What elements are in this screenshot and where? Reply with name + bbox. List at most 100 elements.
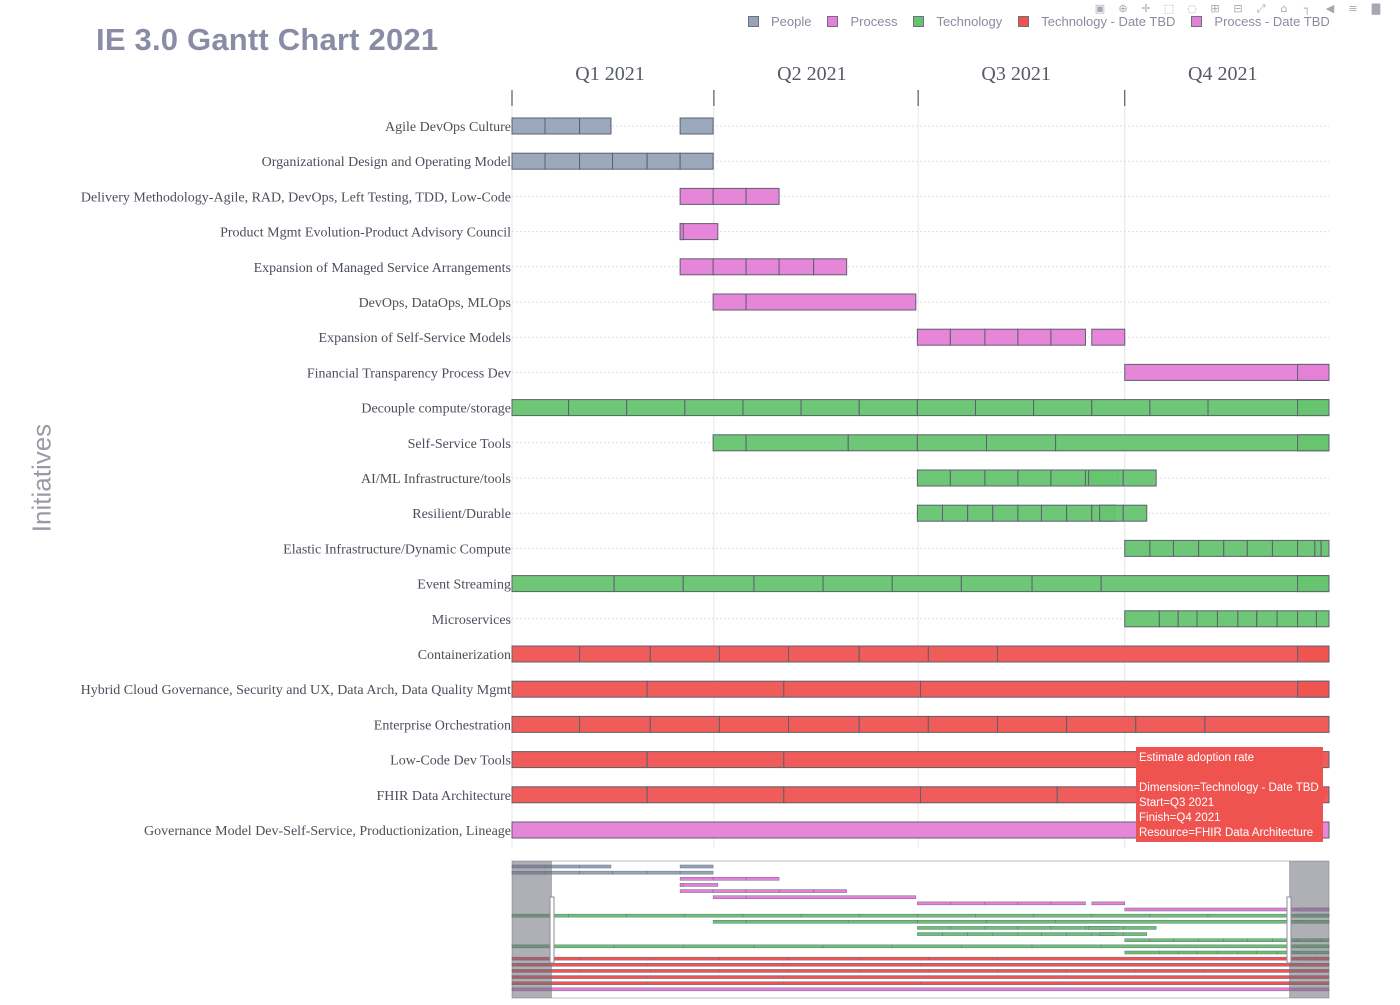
task-bar[interactable] bbox=[568, 399, 628, 417]
task-bar[interactable] bbox=[916, 469, 951, 487]
task-bar[interactable] bbox=[1017, 469, 1052, 487]
task-bar[interactable] bbox=[1149, 539, 1174, 557]
zoom-out-icon[interactable]: ⊟ bbox=[1233, 2, 1243, 15]
task-bar[interactable] bbox=[996, 645, 1330, 663]
task-bar[interactable] bbox=[1297, 680, 1330, 698]
task-bar[interactable] bbox=[1055, 434, 1330, 452]
task-bar[interactable] bbox=[1198, 539, 1225, 557]
camera-icon[interactable]: ▣ bbox=[1094, 2, 1106, 15]
task-bar[interactable] bbox=[788, 645, 860, 663]
task-bar[interactable] bbox=[783, 786, 922, 804]
task-bar[interactable] bbox=[1050, 469, 1086, 487]
task-bar[interactable] bbox=[1297, 575, 1330, 593]
task-bar[interactable] bbox=[1276, 610, 1299, 628]
task-bar[interactable] bbox=[646, 751, 785, 769]
task-bar[interactable] bbox=[511, 575, 615, 593]
task-bar[interactable] bbox=[1124, 610, 1160, 628]
task-bar[interactable] bbox=[858, 645, 929, 663]
range-slider-handle-right[interactable] bbox=[1286, 896, 1292, 964]
task-bar[interactable] bbox=[613, 575, 684, 593]
task-bar[interactable] bbox=[960, 575, 1033, 593]
task-bar[interactable] bbox=[1216, 610, 1239, 628]
task-bar[interactable] bbox=[916, 399, 976, 417]
task-bar[interactable] bbox=[745, 187, 780, 205]
task-bar[interactable] bbox=[1246, 539, 1273, 557]
task-bar[interactable] bbox=[1099, 504, 1124, 522]
task-bar[interactable] bbox=[1091, 399, 1151, 417]
task-bar[interactable] bbox=[684, 399, 744, 417]
task-bar[interactable] bbox=[745, 434, 849, 452]
task-bar[interactable] bbox=[1315, 610, 1330, 628]
legend-item[interactable]: Technology - Date TBD bbox=[1018, 14, 1175, 29]
legend-item[interactable]: Process - Date TBD bbox=[1191, 14, 1330, 29]
task-bar[interactable] bbox=[1177, 610, 1198, 628]
task-bar[interactable] bbox=[649, 715, 720, 733]
task-bar[interactable] bbox=[1149, 399, 1209, 417]
plotly-logo-icon[interactable]: ▇ bbox=[1371, 2, 1381, 15]
task-bar[interactable] bbox=[1091, 328, 1126, 346]
task-bar[interactable] bbox=[679, 223, 684, 241]
task-bar[interactable] bbox=[544, 152, 581, 170]
task-bar[interactable] bbox=[949, 469, 986, 487]
task-bar[interactable] bbox=[679, 117, 714, 135]
task-bar[interactable] bbox=[1066, 715, 1137, 733]
task-bar[interactable] bbox=[1271, 539, 1299, 557]
task-bar[interactable] bbox=[511, 645, 581, 663]
task-bar[interactable] bbox=[1100, 575, 1330, 593]
task-bar[interactable] bbox=[822, 575, 893, 593]
task-bar[interactable] bbox=[742, 399, 802, 417]
task-bar[interactable] bbox=[718, 715, 790, 733]
task-bar[interactable] bbox=[891, 575, 962, 593]
task-bar[interactable] bbox=[1017, 504, 1042, 522]
legend-item[interactable]: Process bbox=[827, 14, 897, 29]
task-bar[interactable] bbox=[511, 117, 546, 135]
task-bar[interactable] bbox=[1050, 328, 1086, 346]
reset-axes-icon[interactable]: ⌂ bbox=[1280, 2, 1288, 15]
task-bar[interactable] bbox=[1297, 363, 1330, 381]
task-bar[interactable] bbox=[1297, 610, 1317, 628]
task-bar[interactable] bbox=[682, 575, 755, 593]
task-bar[interactable] bbox=[941, 504, 969, 522]
task-bar[interactable] bbox=[1237, 610, 1258, 628]
pan-icon[interactable]: ✛ bbox=[1141, 2, 1151, 15]
task-bar[interactable] bbox=[813, 258, 848, 276]
task-bar[interactable] bbox=[927, 715, 998, 733]
zoom-in-icon[interactable]: ⊞ bbox=[1210, 2, 1220, 15]
task-bar[interactable] bbox=[1066, 504, 1093, 522]
task-bar[interactable] bbox=[1088, 469, 1124, 487]
task-bar[interactable] bbox=[916, 504, 943, 522]
task-bar[interactable] bbox=[847, 434, 918, 452]
task-bar[interactable] bbox=[679, 187, 714, 205]
task-bar[interactable] bbox=[916, 434, 987, 452]
task-bar[interactable] bbox=[679, 223, 719, 241]
task-bar[interactable] bbox=[1122, 469, 1157, 487]
task-bar[interactable] bbox=[511, 680, 648, 698]
task-bar[interactable] bbox=[646, 680, 785, 698]
task-bar[interactable] bbox=[974, 399, 1035, 417]
legend-item[interactable]: Technology bbox=[913, 14, 1002, 29]
task-bar[interactable] bbox=[626, 399, 686, 417]
task-bar[interactable] bbox=[511, 821, 1330, 839]
task-bar[interactable] bbox=[511, 399, 570, 417]
task-bar[interactable] bbox=[788, 715, 860, 733]
task-bar[interactable] bbox=[927, 645, 998, 663]
task-bar[interactable] bbox=[1314, 539, 1322, 557]
task-bar[interactable] bbox=[579, 715, 651, 733]
task-bar[interactable] bbox=[712, 258, 747, 276]
task-bar[interactable] bbox=[783, 680, 922, 698]
task-bar[interactable] bbox=[753, 575, 824, 593]
task-bar[interactable] bbox=[511, 152, 546, 170]
task-bar[interactable] bbox=[1297, 539, 1316, 557]
range-slider-handle-left[interactable] bbox=[549, 896, 555, 964]
task-bar[interactable] bbox=[679, 258, 714, 276]
task-bar[interactable] bbox=[1256, 610, 1278, 628]
task-bar[interactable] bbox=[712, 293, 747, 311]
task-bar[interactable] bbox=[858, 715, 929, 733]
task-bar[interactable] bbox=[996, 715, 1068, 733]
task-bar[interactable] bbox=[579, 117, 612, 135]
task-bar[interactable] bbox=[511, 751, 648, 769]
task-bar[interactable] bbox=[745, 258, 780, 276]
task-bar[interactable] bbox=[1122, 504, 1148, 522]
task-bar[interactable] bbox=[949, 328, 986, 346]
task-bar[interactable] bbox=[1031, 575, 1102, 593]
